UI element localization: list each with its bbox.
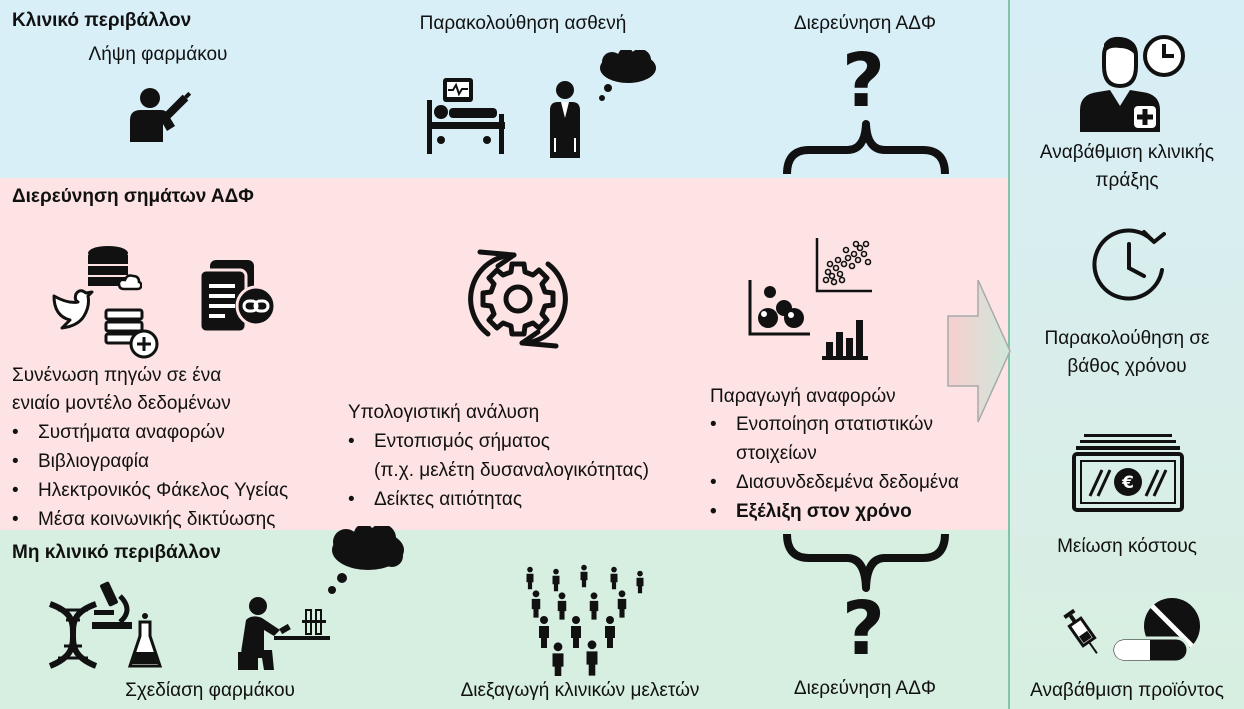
list-item-continuation: στοιχείων (706, 439, 959, 468)
clinical-title: Κλινικό περιβάλλον (12, 10, 192, 31)
svg-text:€: € (1121, 473, 1134, 493)
practice-label-line1: Αναβάθμιση κλινικής (1039, 142, 1215, 163)
pill-icon (1110, 598, 1200, 664)
reports-heading: Παραγωγή αναφορών (710, 386, 896, 407)
scientist-icon (238, 597, 330, 670)
list-item: Συστήματα αναφορών (8, 418, 288, 447)
list-item: Διασυνδεδεμένα δεδομένα (706, 468, 959, 497)
crowd-icon (526, 564, 644, 676)
practice-label-line2: πράξης (1095, 170, 1159, 191)
list-item-text: στοιχείων (736, 443, 817, 464)
monitoring-label-line1: Παρακολούθηση σε (1044, 328, 1210, 349)
history-clock-icon (1092, 228, 1166, 301)
list-item: Δείκτες αιτιότητας (344, 485, 649, 514)
list-item-continuation: (π.χ. μελέτη δυσαναλογικότητας) (344, 456, 649, 485)
computational-list: Εντοπισμός σήματος (π.χ. μελέτη δυσαναλο… (344, 427, 649, 514)
database-icon (88, 246, 142, 291)
clinical-trials-label: Διεξαγωγή κλινικών μελετών (460, 680, 700, 701)
question-mark-icon: ? (842, 38, 885, 124)
merge-heading-line1: Συνένωση πηγών σε ένα (12, 365, 222, 386)
merge-heading-line2: ενιαίο μοντέλο δεδομένων (12, 393, 231, 414)
drug-design-label: Σχεδίαση φαρμάκου (125, 680, 295, 701)
list-item: Εξέλιξη στον χρόνο (706, 497, 959, 526)
microscope-icon (92, 581, 132, 629)
injection-icon (130, 88, 192, 142)
adr-investigation-bottom-label: Διερεύνηση ΑΔΦ (793, 678, 937, 699)
money-icon: € (1072, 434, 1184, 512)
books-icon (104, 308, 159, 359)
list-item-text: (π.χ. μελέτη δυσαναλογικότητας) (374, 460, 649, 481)
scatter-chart-icon (815, 238, 872, 293)
question-mark-icon: ? (842, 586, 885, 672)
reports-list: Ενοποίηση στατιστικών στοιχείων Διασυνδε… (706, 410, 959, 526)
patient-monitoring-label: Παρακολούθηση ασθενή (419, 13, 627, 34)
list-item: Βιβλιογραφία (8, 447, 288, 476)
list-item: Ενοποίηση στατιστικών (706, 410, 959, 439)
syringe-icon (1063, 608, 1098, 654)
drug-intake-label: Λήψη φαρμάκου (88, 44, 228, 65)
doctor-icon (550, 81, 580, 158)
flask-icon (128, 613, 162, 668)
cost-label: Μείωση κόστους (1057, 536, 1197, 557)
computational-heading: Υπολογιστική ανάλυση (348, 402, 540, 423)
list-item: Εντοπισμός σήματος (344, 427, 649, 456)
bar-chart-icon (822, 320, 868, 360)
hospital-bed-icon (427, 78, 505, 154)
thought-cloud-icon (328, 526, 404, 594)
signals-title: Διερεύνηση σημάτων ΑΔΦ (12, 186, 254, 207)
list-item: Μέσα κοινωνικής δικτύωσης (8, 505, 288, 534)
nonclinical-title: Μη κλινικό περιβάλλον (12, 542, 221, 563)
brace-icon (783, 533, 949, 592)
dna-icon (48, 601, 98, 669)
monitoring-label-line2: βάθος χρόνου (1067, 356, 1187, 377)
list-item: Ηλεκτρονικός Φάκελος Υγείας (8, 476, 288, 505)
thought-cloud-icon (599, 50, 656, 101)
merge-sources-list: Συστήματα αναφορών Βιβλιογραφία Ηλεκτρον… (8, 418, 288, 534)
doctor-clock-icon (1080, 35, 1185, 132)
document-link-icon (198, 260, 277, 334)
bird-icon (52, 289, 94, 330)
bubble-chart-icon (748, 280, 810, 336)
brace-icon (783, 120, 949, 175)
gear-cycle-icon (468, 249, 568, 349)
arrow-icon (947, 279, 1011, 423)
product-label: Αναβάθμιση προϊόντος (1030, 680, 1224, 701)
adr-investigation-top-label: Διερεύνηση ΑΔΦ (793, 13, 937, 34)
